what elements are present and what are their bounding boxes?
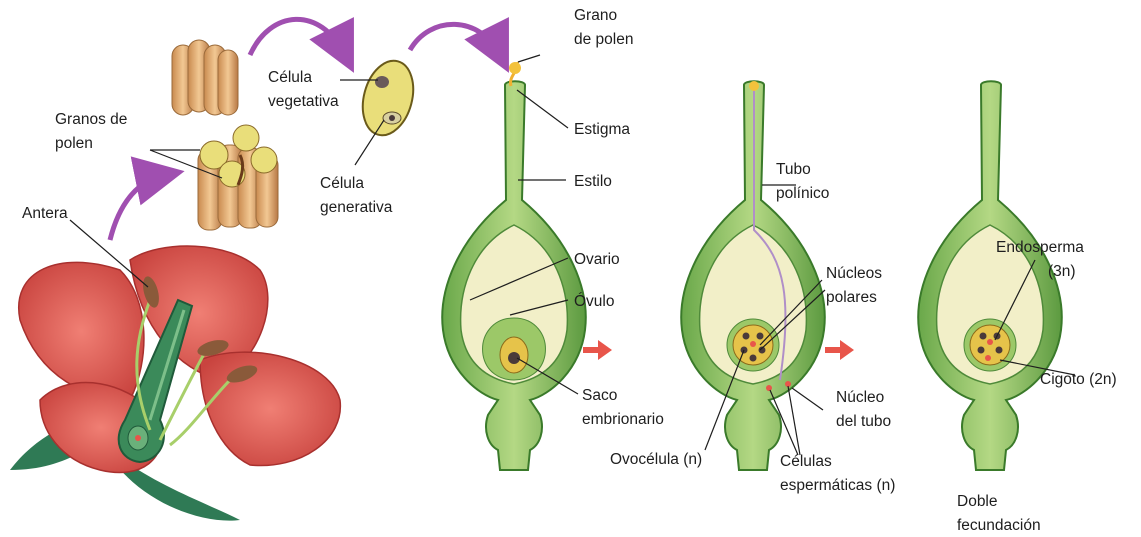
label-grano-de-polen-1: Grano <box>574 7 617 24</box>
label-estilo: Estilo <box>574 173 612 190</box>
pollen-sac-3 <box>251 147 277 173</box>
label-ovulo: Óvulo <box>574 293 615 310</box>
label-celulas-espermaticas-2: espermáticas (n) <box>780 477 895 494</box>
label-nucleos-polares-1: Núcleos <box>826 265 882 282</box>
label-endosperma-2: (3n) <box>1048 263 1076 280</box>
label-saco-embrionario-1: Saco <box>582 387 617 404</box>
pollen-on-stigma-2 <box>749 81 759 91</box>
label-tubo-polinico-2: polínico <box>776 185 829 202</box>
anther-section <box>198 125 278 230</box>
arrow-sacs-to-grain <box>250 19 345 55</box>
label-doble-fecundacion-1: Doble <box>957 493 998 510</box>
petal-right <box>200 352 340 465</box>
label-endosperma-1: Endosperma <box>996 239 1084 256</box>
pollen-on-stigma-1 <box>509 62 521 74</box>
pollen-grain-detail <box>355 55 421 141</box>
label-nucleo-del-tubo-2: del tubo <box>836 413 891 430</box>
label-granos-de-polen-1: Granos de <box>55 111 127 128</box>
label-grano-de-polen-2: de polen <box>574 31 633 48</box>
label-tubo-polinico-1: Tubo <box>776 161 811 178</box>
label-doble-fecundacion-2: fecundación <box>957 517 1041 534</box>
label-estigma: Estigma <box>574 121 630 138</box>
anther-closed <box>172 40 238 115</box>
label-granos-de-polen-2: polen <box>55 135 93 152</box>
label-cigoto: Cigoto (2n) <box>1040 371 1117 388</box>
label-saco-embrionario-2: embrionario <box>582 411 664 428</box>
flower <box>10 246 340 521</box>
label-celula-vegetativa-2: vegetativa <box>268 93 339 110</box>
pistil-2 <box>681 81 824 470</box>
arrow-anther-to-section <box>110 175 165 240</box>
arrow-grain-to-stigma <box>410 24 500 55</box>
pollen-sac-2 <box>233 125 259 151</box>
label-celula-vegetativa-1: Célula <box>268 69 312 86</box>
flower-ovule-dot <box>135 435 141 441</box>
label-nucleo-del-tubo-1: Núcleo <box>836 389 884 406</box>
sperm-cell-1 <box>766 385 772 391</box>
red-arrow-1 <box>583 340 612 360</box>
pistil-3 <box>918 81 1061 470</box>
pistil-1 <box>442 62 585 470</box>
vegetative-nucleus <box>375 76 389 88</box>
label-celulas-espermaticas-1: Células <box>780 453 832 470</box>
label-celula-generativa-2: generativa <box>320 199 393 216</box>
label-celula-generativa-1: Célula <box>320 175 364 192</box>
label-antera: Antera <box>22 205 68 222</box>
red-arrow-2 <box>825 340 854 360</box>
petal-back-left <box>19 262 144 400</box>
label-ovario: Ovario <box>574 251 620 268</box>
label-ovocelula: Ovocélula (n) <box>610 451 702 468</box>
label-nucleos-polares-2: polares <box>826 289 877 306</box>
